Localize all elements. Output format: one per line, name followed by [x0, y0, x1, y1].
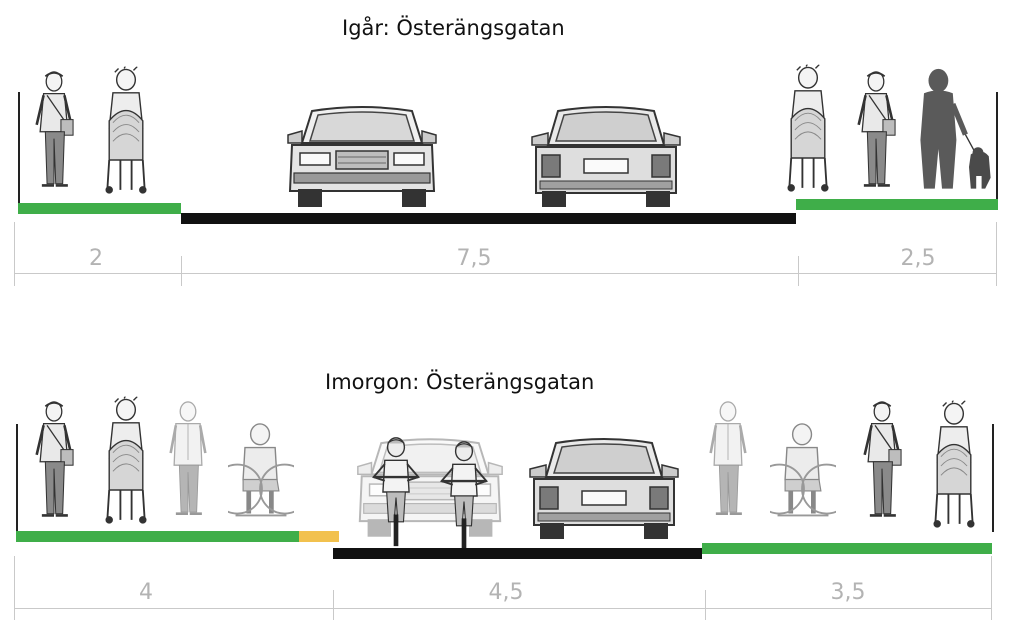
- dimension-label-roadway: 7,5: [456, 246, 492, 271]
- pedestrian-with-bag-icon: [856, 390, 908, 530]
- roadway: [333, 548, 702, 559]
- curb-right: [992, 424, 994, 532]
- sidewalk-left: [16, 531, 299, 542]
- curb-left: [16, 424, 18, 532]
- wheelchair-user-icon: [770, 420, 836, 526]
- elderly-pedestrian-icon: [702, 392, 754, 528]
- car-rear-icon: [524, 432, 684, 544]
- curb-right: [996, 92, 998, 204]
- dimension-tick: [798, 256, 799, 286]
- dimension-line: [14, 273, 996, 274]
- wheelchair-user-icon: [228, 420, 294, 526]
- cyclist-icon: [368, 436, 424, 548]
- stroller-pusher-icon: [926, 398, 982, 534]
- dimension-line: [14, 608, 992, 609]
- dimension-label-sidewalk-right: 2,5: [900, 246, 936, 271]
- dimension-label-sidewalk-right: 3,5: [830, 580, 866, 605]
- stroller-pusher-icon: [98, 394, 154, 530]
- dimension-label-sidewalk-left: 4: [139, 580, 153, 605]
- dimension-tick: [705, 590, 706, 620]
- sidewalk-right: [796, 199, 998, 210]
- cyclist-icon: [436, 440, 492, 552]
- sidewalk-left: [18, 203, 181, 214]
- dimension-tick: [996, 222, 997, 286]
- curb-left: [18, 92, 20, 204]
- section-title: Igår: Österängsgatan: [342, 16, 565, 40]
- cross-section-today: Igår: Österängsgatan 2 7,5 2,5: [0, 0, 1024, 300]
- shared-edge-strip: [299, 531, 339, 542]
- dimension-tick: [14, 222, 15, 286]
- dimension-label-sidewalk-left: 2: [89, 246, 103, 271]
- sidewalk-right: [702, 543, 992, 554]
- elderly-pedestrian-icon: [162, 392, 214, 528]
- dimension-tick: [14, 556, 15, 620]
- dimension-tick: [181, 256, 182, 286]
- roadway: [181, 213, 796, 224]
- pedestrian-with-bag-icon: [28, 390, 80, 530]
- dimension-tick: [991, 556, 992, 620]
- dimension-label-roadway: 4,5: [488, 580, 524, 605]
- dimension-tick: [333, 590, 334, 620]
- section-title: Imorgon: Österängsgatan: [325, 370, 595, 394]
